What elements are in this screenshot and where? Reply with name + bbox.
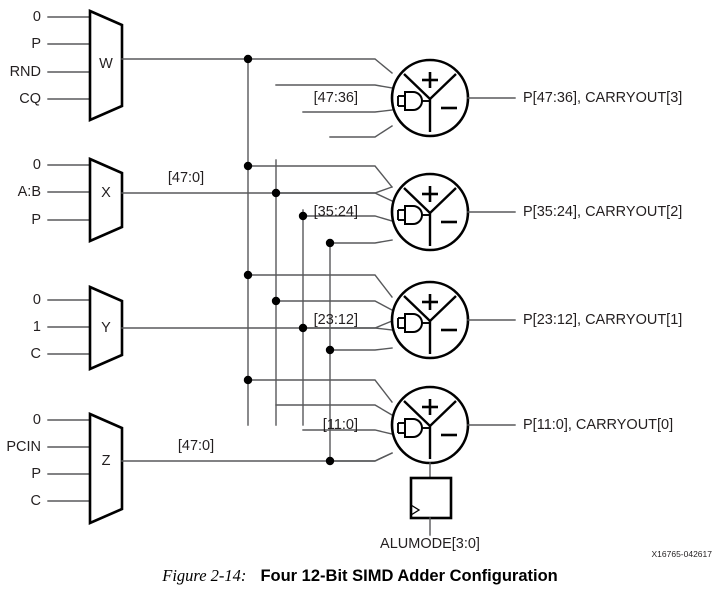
adder1-feed-x <box>275 300 393 311</box>
clock-triangle-icon <box>410 504 421 516</box>
adder3-feed-z <box>329 125 393 138</box>
mux-z-input-label-1: PCIN <box>6 439 41 455</box>
distribution-bus-group <box>247 58 331 462</box>
adder-slice-1-bus-label: [23:12] <box>314 312 358 328</box>
adder-slice-3-output-label: P[47:36], CARRYOUT[3] <box>523 90 682 106</box>
adder-slice-3-bus-label: [47:36] <box>314 90 358 106</box>
mux-x-body[interactable] <box>88 157 124 243</box>
mux-y-input-label-1: 1 <box>33 319 41 335</box>
adder2-feed-z <box>329 239 393 244</box>
adder1-feed-w <box>247 274 393 298</box>
adder-slice-2-and-gate <box>404 205 423 225</box>
junction-w-adder3 <box>243 54 253 64</box>
adder-slice-2-group: [35:24] P[35:24], CARRYOUT[2] <box>243 161 682 252</box>
mux-w-input-label-2: RND <box>10 64 41 80</box>
adder-slice-1-output-label: P[23:12], CARRYOUT[1] <box>523 312 682 328</box>
adder0-feed-x <box>275 404 393 416</box>
figure-id-code: X16765-042617 <box>651 549 712 559</box>
mux-y-input-label-0: 0 <box>33 292 41 308</box>
adder-slice-2-output-label: P[35:24], CARRYOUT[2] <box>523 204 682 220</box>
adder-slice-0-bus-label: [11:0] <box>323 417 358 433</box>
adder-slice-3-group: [47:36] P[47:36], CARRYOUT[3] <box>243 54 682 138</box>
mux-w-input-label-3: CQ <box>19 91 41 107</box>
junction-y-adder1 <box>298 323 308 333</box>
figure-caption-label: Figure 2-14: <box>162 566 247 585</box>
mux-x-group: X 0 A:B P [47:0] <box>18 157 393 243</box>
junction-w-adder1 <box>243 270 253 280</box>
mux-x-bus-label: [47:0] <box>168 170 204 186</box>
adder-slice-0-and-gate <box>404 418 423 438</box>
adder-slice-1-group: [23:12] P[23:12], CARRYOUT[1] <box>243 270 682 360</box>
adder-slice-2-bus-label: [35:24] <box>314 204 358 220</box>
adder-slice-0-output-label: P[11:0], CARRYOUT[0] <box>523 417 673 433</box>
adder1-feed-y <box>302 327 393 331</box>
adder2-feed-w <box>247 165 393 188</box>
mux-w-body[interactable] <box>88 9 124 122</box>
figure-caption-title: Four 12-Bit SIMD Adder Configuration <box>260 567 558 585</box>
mux-w-output-wire <box>121 58 393 74</box>
adder0-feed-y <box>302 429 393 435</box>
mux-y-body[interactable] <box>88 285 124 371</box>
mux-x-input-label-1: A:B <box>18 184 41 200</box>
junction-z-adder2 <box>325 238 335 248</box>
mux-w-label: W <box>99 56 113 72</box>
junction-z-adder1 <box>325 345 335 355</box>
mux-y-label: Y <box>101 320 111 336</box>
mux-x-input-label-2: P <box>31 212 41 228</box>
figure-caption: Figure 2-14: Four 12-Bit SIMD Adder Confi… <box>0 566 720 586</box>
adder1-feed-z <box>329 347 393 351</box>
mux-x-output-wire <box>121 186 393 194</box>
adder3-feed-y <box>302 109 393 113</box>
mux-z-bus-label: [47:0] <box>178 438 214 454</box>
adder-slice-3-and-gate <box>404 91 423 111</box>
mux-z-output-wire <box>121 452 393 462</box>
junction-w-adder2 <box>243 161 253 171</box>
mux-z-group: Z 0 PCIN P C [47:0] <box>6 412 393 525</box>
adder0-feed-z <box>329 452 393 462</box>
mux-x-input-label-0: 0 <box>33 157 41 173</box>
adder-slice-1-and-gate <box>404 313 423 333</box>
adder2-feed-y <box>302 215 393 222</box>
adder0-feed-w <box>247 379 393 403</box>
mux-z-input-label-0: 0 <box>33 412 41 428</box>
junction-y-adder2 <box>298 211 308 221</box>
mux-x-label: X <box>101 185 111 201</box>
adder3-feed-x <box>275 84 393 89</box>
junction-x-adder1 <box>271 296 281 306</box>
adder-slice-0-group: [11:0] P[11:0], CARRYOUT[0] <box>243 375 673 466</box>
mux-z-input-label-2: P <box>31 466 41 482</box>
mux-w-input-label-0: 0 <box>33 9 41 25</box>
mux-z-body[interactable] <box>88 412 124 525</box>
mux-y-input-label-2: C <box>31 346 41 362</box>
junction-x-adder2 <box>271 188 281 198</box>
junction-w-adder0 <box>243 375 253 385</box>
mux-z-label: Z <box>102 453 111 469</box>
mux-w-input-label-1: P <box>31 36 41 52</box>
junction-z-adder0 <box>325 456 335 466</box>
alumode-label: ALUMODE[3:0] <box>380 536 480 552</box>
mux-w-group: W 0 P RND CQ <box>10 9 393 122</box>
mux-z-input-label-3: C <box>31 493 41 509</box>
adder2-feed-x <box>275 192 393 202</box>
alumode-group: ALUMODE[3:0] <box>380 462 480 552</box>
